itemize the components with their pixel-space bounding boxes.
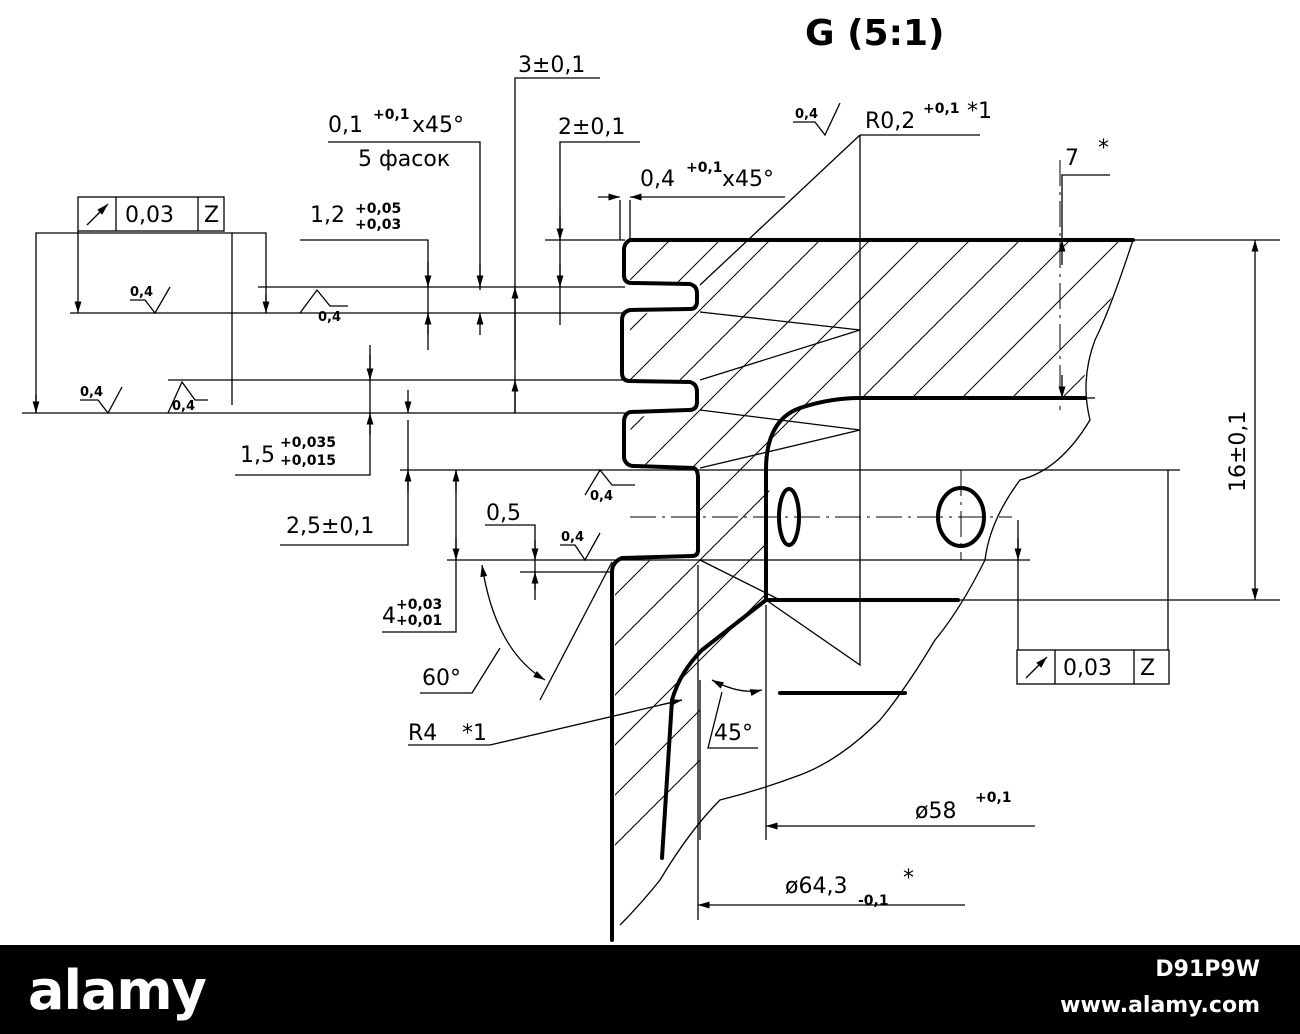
dim-angle-45-text: 45° [714, 721, 753, 746]
tolerance-frame-bottom-datum: Z [1140, 656, 1155, 681]
stock-logo: alamy [28, 959, 207, 1022]
dim-groove-1-2: 1,2 +0,05 +0,03 [300, 201, 432, 350]
dim-ring-width-text: 2±0,1 [558, 115, 625, 140]
dim-height-7-mark: * [1098, 136, 1109, 161]
dim-height-7-text: 7 [1065, 146, 1079, 171]
dim-radius-top: 0,4 R0,2 +0,1 *1 [793, 99, 992, 137]
roughness-1-label: 0,4 [130, 285, 153, 300]
dim-chamfer-count-angle: x45° [412, 113, 464, 138]
dim-step-0-5: 0,5 [485, 501, 612, 600]
dim-groove-1-2-base: 1,2 [310, 203, 345, 228]
dim-diameter-64-base: ø64,3 [785, 874, 847, 899]
dim-radius-top-base: R0,2 [865, 109, 915, 134]
dim-depth-4: 4 +0,03 +0,01 [382, 470, 460, 633]
part-contour [610, 238, 1135, 942]
dim-radius-r4-mark: *1 [462, 721, 487, 746]
dim-chamfer-edge-base: 0,4 [640, 167, 675, 192]
roughness-3-label: 0,4 [80, 385, 103, 400]
dim-groove-1-2-upper: +0,05 [355, 201, 401, 217]
dim-groove-1-2-lower: +0,03 [355, 217, 401, 233]
dim-groove-1-5: 1,5 +0,035 +0,015 [235, 345, 374, 476]
roughness-2-label: 0,4 [318, 310, 341, 325]
stock-image-id: D91P9W [1155, 957, 1260, 982]
roughness-4-label: 0,4 [172, 399, 195, 414]
stock-site-url: www.alamy.com [1060, 993, 1260, 1018]
dim-radius-r4-text: R4 [408, 721, 437, 746]
roughness-6-label: 0,4 [561, 530, 584, 545]
dim-chamfer-count-note: 5 фасок [358, 147, 450, 172]
dim-diameter-64-tol: -0,1 [858, 893, 889, 909]
dim-angle-45: 45° [707, 679, 763, 749]
leader-triangle [699, 134, 861, 667]
dim-chamfer-edge: 0,4 +0,1 x45° [598, 160, 785, 240]
dim-chamfer-count: 0,1 +0,1 x45° 5 фасок [328, 107, 484, 335]
dim-total-height-text: 16±0,1 [1226, 411, 1251, 492]
dim-height-7: 7 * [1058, 136, 1110, 398]
dim-depth-4-base: 4 [382, 604, 396, 629]
dim-radius-top-mark: *1 [967, 99, 992, 124]
dim-diameter-58-base: ø58 [915, 799, 956, 824]
tolerance-frame-bottom-value: 0,03 [1063, 656, 1112, 681]
dim-groove-1-5-base: 1,5 [240, 443, 275, 468]
view-title: G (5:1) [805, 13, 944, 54]
roughness-top-label: 0,4 [795, 107, 818, 122]
dim-depth-2-5-text: 2,5±0,1 [286, 514, 374, 539]
dim-step-0-5-text: 0,5 [486, 501, 521, 526]
tolerance-frame-top-value: 0,03 [125, 203, 174, 228]
dim-depth-2-5: 2,5±0,1 [280, 390, 412, 546]
roughness-5-label: 0,4 [590, 489, 613, 504]
dim-chamfer-edge-angle: x45° [722, 167, 774, 192]
dim-groove-width-text: 3±0,1 [518, 53, 585, 78]
dim-diameter-64: ø64,3 -0,1 * [698, 866, 965, 909]
dim-depth-4-lower: +0,01 [396, 613, 442, 629]
dim-radius-r4: R4 *1 [408, 699, 683, 746]
tolerance-frame-top: 0,03 Z [32, 196, 270, 413]
dim-diameter-58-tol: +0,1 [975, 790, 1012, 806]
dim-radius-top-tol: +0,1 [923, 101, 960, 117]
dim-diameter-58: ø58 +0,1 [766, 790, 1035, 830]
roughness-marks: 0,4 0,4 0,4 0,4 0,4 0,4 [80, 285, 635, 562]
dim-groove-1-5-upper: +0,035 [280, 435, 336, 451]
dim-chamfer-edge-tol: +0,1 [686, 160, 723, 176]
section-hatching [615, 240, 1130, 900]
dim-groove-1-5-lower: +0,015 [280, 453, 336, 469]
stock-footer: alamy D91P9W www.alamy.com [0, 945, 1300, 1034]
dim-angle-60: 60° [420, 561, 613, 701]
dim-angle-60-text: 60° [422, 666, 461, 691]
tolerance-frame-top-datum: Z [204, 203, 219, 228]
dim-chamfer-count-base: 0,1 [328, 113, 363, 138]
inner-bore-contour [764, 396, 1087, 600]
dim-ring-width: 2±0,1 [556, 115, 640, 325]
dim-total-height: 16±0,1 [1226, 240, 1259, 600]
dim-chamfer-count-tol: +0,1 [373, 107, 410, 123]
break-line-right [619, 239, 1134, 926]
dim-depth-4-upper: +0,03 [396, 597, 442, 613]
technical-drawing: G (5:1) [22, 13, 1280, 942]
extension-lines [22, 239, 1280, 920]
tolerance-frame-bottom: 0,03 Z [1014, 470, 1170, 685]
dim-diameter-64-mark: * [903, 866, 914, 891]
dim-groove-width: 3±0,1 [511, 53, 600, 413]
